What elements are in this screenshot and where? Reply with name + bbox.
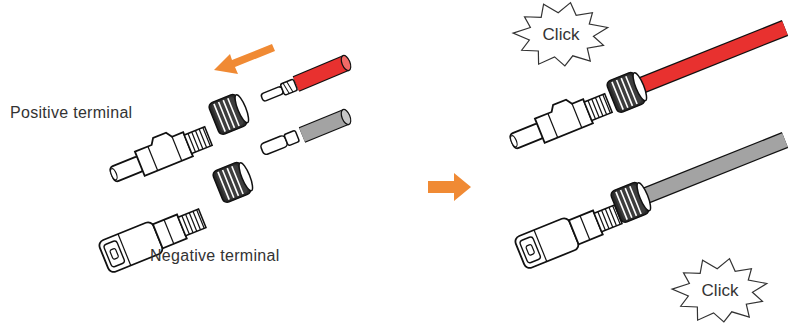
positive-connector — [104, 118, 213, 187]
insert-arrow — [214, 44, 275, 74]
gray-cable — [260, 108, 353, 155]
part-label: Negative terminal — [150, 247, 280, 265]
gland-nut — [208, 92, 252, 136]
assembled-negative — [514, 140, 785, 270]
click-burst: Click — [672, 258, 768, 324]
gland-nut — [212, 160, 256, 204]
part-label: Positive terminal — [10, 104, 132, 122]
red-cable — [260, 54, 353, 103]
step-arrow — [428, 173, 471, 201]
callout-text: Click — [543, 25, 580, 45]
click-burst: Click — [513, 2, 609, 68]
callout-text: Click — [702, 281, 739, 301]
